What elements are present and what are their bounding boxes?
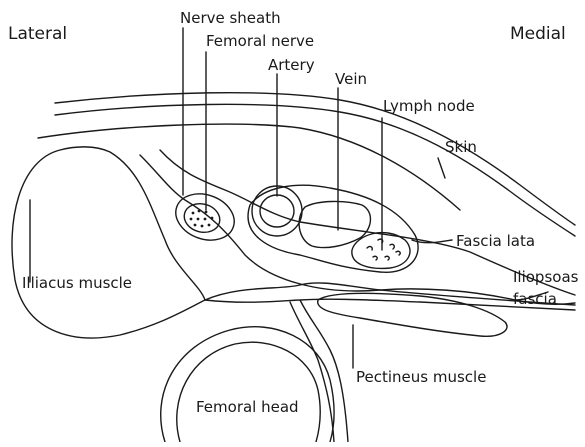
skin-inner — [55, 104, 575, 236]
pectineus-inner-line — [300, 300, 348, 442]
lymph-node-label: Lymph node — [383, 99, 475, 114]
femoral-head-outer — [161, 327, 334, 442]
subcutaneous-line — [38, 124, 460, 210]
vein-label: Vein — [335, 72, 367, 87]
iliopsoas-label-line2: fascia — [513, 292, 557, 307]
femoral-head-inner — [177, 342, 320, 442]
lymph-node-nodule — [373, 256, 377, 260]
nerve-sheath-label: Nerve sheath — [180, 11, 281, 26]
skin-label: Skin — [445, 140, 477, 155]
lymph-node-nodule — [385, 256, 389, 260]
medial-label: Medial — [510, 26, 566, 43]
femoral-nerve-label: Femoral nerve — [206, 34, 314, 49]
femoral-nerve — [181, 200, 223, 236]
lymph-node-nodule — [396, 251, 400, 255]
iliopsoas-label-line1: Iliopsoas — [513, 270, 578, 285]
artery-inner — [260, 195, 294, 227]
lateral-label: Lateral — [8, 26, 67, 43]
pectineus-muscle-label: Pectineus muscle — [356, 370, 486, 385]
skin-outer — [55, 93, 575, 225]
lymph-node-nodule — [390, 244, 394, 249]
femoral-head-label: Femoral head — [196, 400, 299, 415]
leader-skin — [438, 158, 445, 178]
illiacus-muscle-label: Illiacus muscle — [22, 276, 132, 291]
fascia-lata-label: Fascia lata — [456, 234, 535, 249]
leader-fascia-lata — [412, 240, 452, 243]
vessel-sheath — [248, 185, 418, 272]
vein — [299, 201, 370, 247]
artery-label: Artery — [268, 58, 315, 73]
lymph-node-nodule — [367, 247, 372, 250]
illiacus-muscle-outline — [12, 147, 205, 338]
